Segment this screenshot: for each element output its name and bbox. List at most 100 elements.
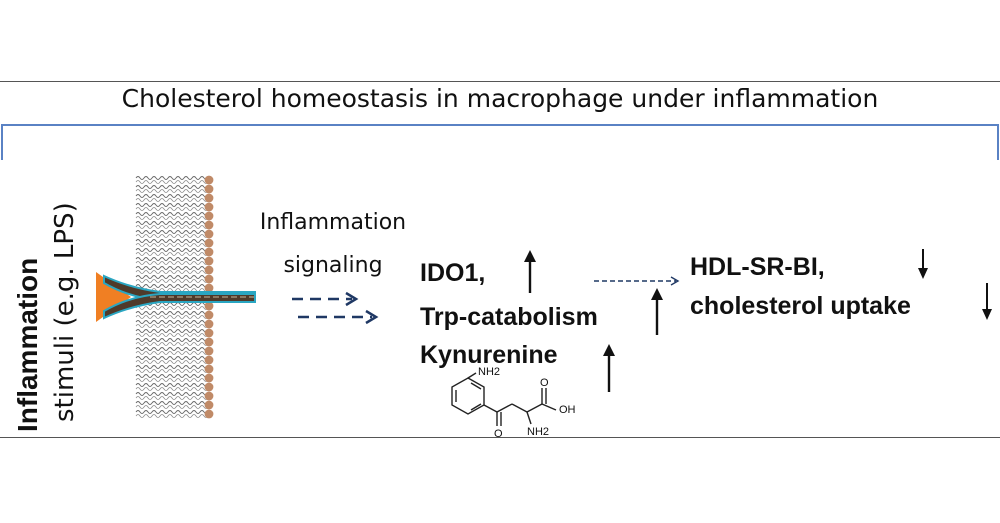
lipid-head <box>204 283 214 293</box>
lipid-head <box>204 202 214 212</box>
lipid-tail <box>135 275 209 279</box>
lipid-tail <box>135 401 209 405</box>
lipid-head <box>204 193 214 203</box>
lipid-tail <box>135 333 209 337</box>
lipid-head <box>204 184 214 194</box>
lipid-tail <box>135 266 209 270</box>
lipid-tail <box>135 410 209 414</box>
arrow-up-icon <box>524 250 536 293</box>
lipid-head <box>204 409 214 419</box>
lipid-tail <box>135 356 209 360</box>
pathway-arrow <box>594 276 680 286</box>
lipid-tail <box>135 176 209 180</box>
lipid-head <box>204 175 214 185</box>
lipid-head <box>204 382 214 392</box>
lipid-tail <box>135 342 209 346</box>
lipid-tail <box>135 261 209 265</box>
nh2-top-label: NH2 <box>478 366 500 378</box>
lipid-head <box>204 328 214 338</box>
lipid-tail <box>135 221 209 225</box>
page-title: Cholesterol homeostasis in macrophage un… <box>121 84 879 113</box>
lipid-head <box>204 247 214 257</box>
lipid-tail <box>135 230 209 234</box>
lipid-head <box>204 211 214 221</box>
lipid-tail <box>135 374 209 378</box>
lipid-tail <box>135 252 209 256</box>
lipid-head <box>204 319 214 329</box>
lipid-head <box>204 337 214 347</box>
stimulus-title: Inflammation <box>12 257 43 432</box>
lipid-tail <box>135 311 209 315</box>
lipid-tail <box>135 351 209 355</box>
lipid-tail <box>135 216 209 220</box>
lipid-tail <box>135 234 209 238</box>
signaling-arrows <box>292 291 379 325</box>
lipid-tail <box>135 257 209 261</box>
stimulus-subtitle: stimuli (e.g. LPS) <box>50 202 80 422</box>
lipid-head <box>204 400 214 410</box>
bottom-rule <box>0 437 1000 438</box>
lipid-head <box>204 364 214 374</box>
lipid-head <box>204 274 214 284</box>
lipid-tail <box>135 387 209 391</box>
lipid-head <box>204 265 214 275</box>
lipid-tail <box>135 378 209 382</box>
lipid-head <box>204 355 214 365</box>
lipid-tail <box>135 248 209 252</box>
lipid-tail <box>135 320 209 324</box>
lipid-tail <box>135 405 209 409</box>
lipid-tail <box>135 189 209 193</box>
lipid-tail <box>135 284 209 288</box>
lipid-head <box>204 301 214 311</box>
lipid-head <box>204 220 214 230</box>
lipid-tail <box>135 315 209 319</box>
lipid-tail <box>135 392 209 396</box>
lipid-tail <box>135 414 209 418</box>
lipid-tail <box>135 198 209 202</box>
arrow-up-icon <box>603 344 615 392</box>
lipid-tail <box>135 194 209 198</box>
arrow-down-icon <box>982 283 992 320</box>
oh-label: OH <box>559 404 576 416</box>
lipid-tail <box>135 180 209 184</box>
lipid-tail <box>135 338 209 342</box>
lipid-tail <box>135 347 209 351</box>
lipid-head <box>204 346 214 356</box>
lipid-tail <box>135 207 209 211</box>
lipid-head <box>204 373 214 383</box>
lipid-head <box>204 391 214 401</box>
lipid-tail <box>135 324 209 328</box>
lipid-tail <box>135 212 209 216</box>
lipid-head <box>204 310 214 320</box>
lipid-tail <box>135 239 209 243</box>
lipid-head <box>204 238 214 248</box>
lipid-tail <box>135 185 209 189</box>
nh2-bottom-label: NH2 <box>527 426 549 438</box>
lipid-tail <box>135 270 209 274</box>
lipid-head <box>204 256 214 266</box>
kynurenine-label: Kynurenine <box>420 341 558 369</box>
lipid-tail <box>135 243 209 247</box>
cell-membrane <box>135 175 214 419</box>
lipid-tail <box>135 203 209 207</box>
lipid-tail <box>135 306 209 310</box>
receptor-arm-lower <box>103 293 256 320</box>
arrow-up-icon <box>651 288 663 335</box>
top-rule <box>0 81 1000 82</box>
structure-labels: NH2 NH2 OH O O <box>478 366 576 440</box>
arrow-down-icon <box>918 249 928 279</box>
ido1-label: IDO1, <box>420 259 486 287</box>
lipid-tail <box>135 329 209 333</box>
lipid-tail <box>135 360 209 364</box>
lipid-tail <box>135 383 209 387</box>
signaling-label-line2: signaling <box>283 253 383 278</box>
lipid-tail <box>135 396 209 400</box>
lipid-tail <box>135 225 209 229</box>
trp-catabolism-label: Trp-catabolism <box>420 303 598 331</box>
lipid-tail <box>135 365 209 369</box>
lipid-tail <box>135 369 209 373</box>
kynurenine-structure <box>451 372 557 426</box>
o-right-label: O <box>540 377 549 389</box>
lipid-tail <box>135 279 209 283</box>
